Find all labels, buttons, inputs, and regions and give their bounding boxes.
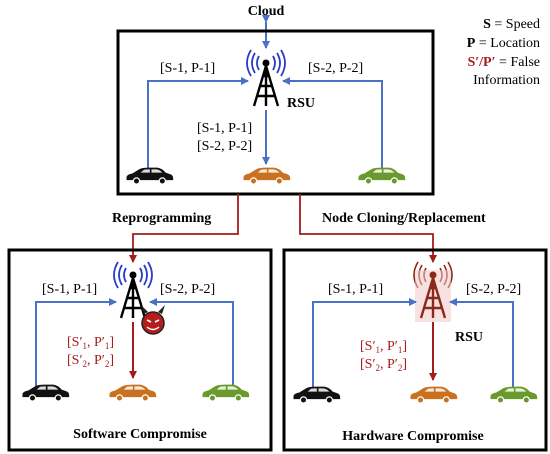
hardware-title: Hardware Compromise: [342, 429, 483, 444]
car-green-icon: [358, 167, 406, 185]
malware-devil-icon: [141, 305, 165, 335]
sw-false-msg-2: [S′2, P′2]: [67, 353, 114, 369]
software-arrows: [35, 298, 234, 388]
car-green-icon: [490, 386, 538, 404]
car-green-icon: [202, 384, 250, 402]
top-down-msg-2: [S-2, P-2]: [197, 139, 252, 154]
legend-location: P = Location: [467, 36, 540, 51]
cloud-label: Cloud: [248, 4, 285, 19]
software-panel: [7, 248, 273, 452]
legend: S = Speed P = Location S′/P′ = False Inf…: [467, 17, 540, 88]
antenna-waves-icon: [113, 261, 153, 289]
hw-false-msg-2: [S′2, P′2]: [360, 357, 407, 373]
hw-right-msg: [S-2, P-2]: [466, 282, 521, 297]
sw-left-arrow: [35, 298, 117, 388]
software-messages: [S-1, P-1] [S-2, P-2] [S′1, P′1] [S′2, P…: [42, 282, 215, 369]
top-panel: [116, 29, 435, 196]
hw-right-arrow: [449, 298, 514, 388]
top-right-arrow: [282, 77, 383, 172]
top-arrows: [147, 77, 383, 172]
legend-speed: S = Speed: [483, 17, 540, 32]
car-orange-icon: [243, 167, 291, 185]
hardware-messages: [S-1, P-1] [S-2, P-2] [S′1, P′1] [S′2, P…: [328, 282, 521, 373]
car-orange-icon: [410, 386, 458, 404]
rsu-tower-top: RSU: [246, 49, 315, 111]
antenna-waves-icon: [246, 49, 286, 77]
hw-left-arrow: [312, 298, 417, 388]
legend-false-info: S′/P′ = False: [467, 55, 540, 70]
sw-right-arrow: [149, 298, 234, 388]
top-left-msg: [S-1, P-1]: [160, 61, 215, 76]
rsu-tower-software: [113, 261, 165, 335]
software-cars: [22, 384, 250, 402]
car-black-icon: [126, 167, 174, 185]
transition-arrows: [129, 194, 437, 263]
hardware-panel: [282, 248, 548, 452]
cloning-label: Node Cloning/Replacement: [322, 211, 486, 226]
top-right-msg: [S-2, P-2]: [308, 61, 363, 76]
car-orange-icon: [109, 384, 157, 402]
top-down-msg-1: [S-1, P-1]: [197, 121, 252, 136]
top-messages: [S-1, P-1] [S-2, P-2] [S-1, P-1] [S-2, P…: [160, 61, 363, 154]
rsu-label-hardware: RSU: [455, 330, 483, 345]
sw-left-msg: [S-1, P-1]: [42, 282, 97, 297]
software-title: Software Compromise: [73, 427, 207, 442]
reprogramming-arrow: [129, 194, 239, 263]
car-black-icon: [22, 384, 70, 402]
hw-left-msg: [S-1, P-1]: [328, 282, 383, 297]
cloning-arrow: [299, 194, 437, 263]
car-black-icon: [293, 386, 341, 404]
sw-right-msg: [S-2, P-2]: [160, 282, 215, 297]
reprogramming-label: Reprogramming: [112, 211, 211, 226]
rsu-tower-hardware: RSU: [413, 261, 483, 345]
sw-false-msg-1: [S′1, P′1]: [67, 335, 114, 351]
hardware-cars: [293, 386, 538, 404]
legend-false-info-line2: Information: [473, 73, 540, 88]
rsu-label-top: RSU: [287, 96, 315, 111]
top-cars: [126, 167, 406, 185]
cloud-connection: Cloud: [248, 4, 285, 49]
hardware-arrows: [312, 298, 514, 388]
top-left-arrow: [147, 77, 249, 172]
hw-false-msg-1: [S′1, P′1]: [360, 339, 407, 355]
